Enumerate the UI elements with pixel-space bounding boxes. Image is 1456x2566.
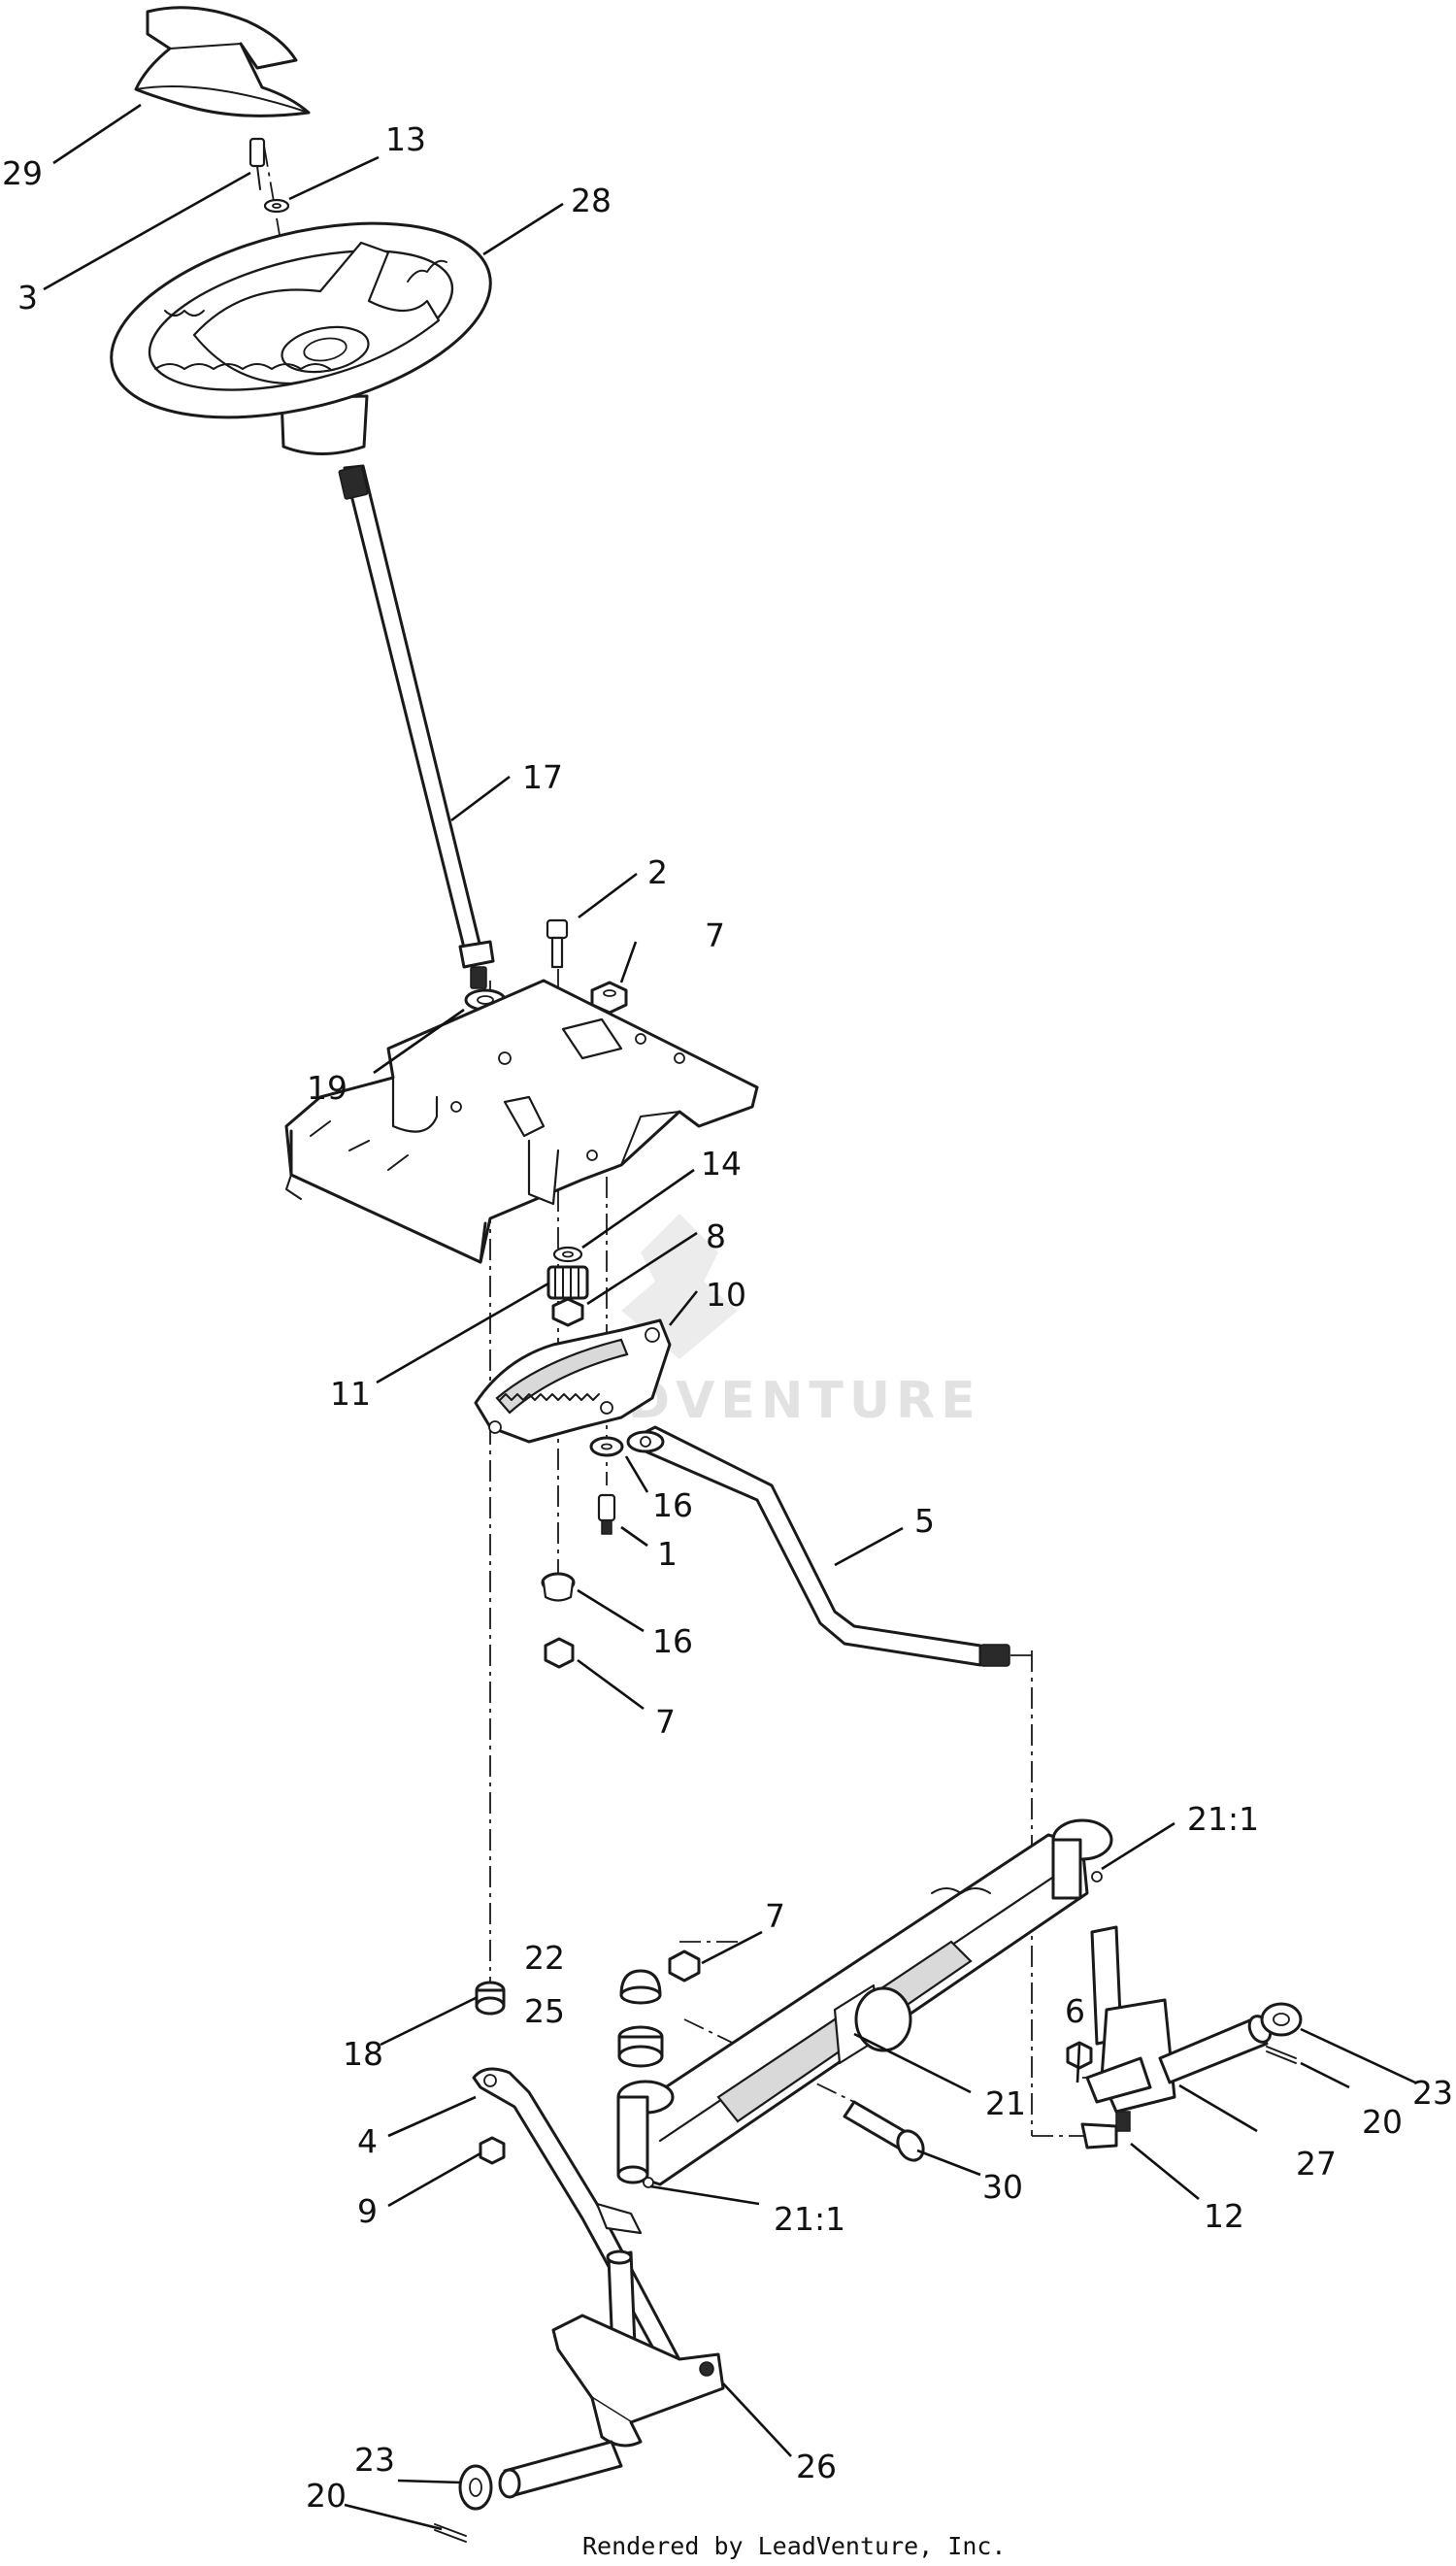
part-9-nut bbox=[479, 2136, 506, 2165]
callout-18: 18 bbox=[343, 2035, 383, 2073]
callout-3: 3 bbox=[17, 279, 38, 317]
callout-13: 13 bbox=[385, 120, 426, 158]
callout-29: 29 bbox=[2, 154, 43, 192]
callout-11: 11 bbox=[330, 1375, 371, 1413]
part-23-washer-left bbox=[458, 2464, 493, 2511]
part-26-left-spindle bbox=[498, 2249, 725, 2499]
part-22-cap bbox=[619, 1969, 662, 2005]
part-16-spacer-upper bbox=[589, 1436, 624, 1457]
callout-7-axle: 7 bbox=[765, 1897, 785, 1935]
callout-8: 8 bbox=[706, 1217, 726, 1255]
callout-4: 4 bbox=[357, 2122, 378, 2160]
callout-labels: 29 13 28 3 17 2 7 19 14 8 10 11 16 1 5 1… bbox=[2, 120, 1453, 2515]
callout-21-1-left: 21:1 bbox=[774, 2200, 845, 2238]
part-12-tie-rod-end bbox=[1080, 2111, 1131, 2149]
part-21-front-axle bbox=[616, 1818, 1113, 2188]
callout-2: 2 bbox=[647, 853, 668, 891]
part-29-steering-cap bbox=[134, 6, 311, 117]
part-11-pinion-gear bbox=[546, 1265, 589, 1300]
part-7-nut-lower bbox=[544, 1637, 575, 1669]
callout-27: 27 bbox=[1296, 2145, 1337, 2183]
part-1-bolt bbox=[597, 1493, 616, 1535]
part-16-spacer-lower bbox=[541, 1572, 576, 1602]
part-27-right-spindle bbox=[1085, 1925, 1273, 2114]
part-5-drag-link bbox=[626, 1425, 1010, 1667]
callout-14: 14 bbox=[701, 1145, 742, 1183]
callout-7-lower: 7 bbox=[655, 1703, 676, 1741]
callout-28: 28 bbox=[571, 182, 612, 219]
callout-20-left: 20 bbox=[306, 2477, 347, 2515]
callout-6: 6 bbox=[1065, 1992, 1085, 2030]
callout-23-right: 23 bbox=[1412, 2074, 1453, 2112]
callout-12: 12 bbox=[1204, 2197, 1244, 2235]
part-20-cotter-pin-left bbox=[434, 2523, 467, 2543]
part-13-washer bbox=[263, 198, 290, 214]
callout-23-left: 23 bbox=[354, 2441, 395, 2479]
callout-26: 26 bbox=[796, 2448, 837, 2485]
part-20-cotter-pin-right bbox=[1266, 2046, 1297, 2064]
part-17-steering-shaft bbox=[338, 464, 495, 989]
part-23-washer-right bbox=[1260, 2002, 1303, 2037]
part-30-pivot-bolt bbox=[843, 2100, 925, 2162]
part-10-sector-gear bbox=[474, 1318, 672, 1444]
part-25-bushing bbox=[617, 2025, 664, 2068]
callout-16-upper: 16 bbox=[652, 1486, 693, 1524]
callout-5: 5 bbox=[914, 1502, 935, 1540]
part-2-bolt bbox=[546, 918, 569, 969]
callout-17: 17 bbox=[522, 758, 563, 796]
render-credit: Rendered by LeadVenture, Inc. bbox=[582, 2532, 1007, 2560]
callout-25: 25 bbox=[524, 1992, 565, 2030]
part-8-nut bbox=[551, 1297, 584, 1327]
callout-10: 10 bbox=[706, 1276, 746, 1314]
steering-support-plate bbox=[284, 979, 759, 1264]
part-7-nut-axle bbox=[668, 1949, 701, 1983]
part-3-bolt bbox=[248, 137, 266, 190]
callout-19: 19 bbox=[307, 1069, 347, 1107]
callout-1: 1 bbox=[657, 1535, 678, 1573]
callout-20-right: 20 bbox=[1362, 2103, 1403, 2141]
callout-21-1-right: 21:1 bbox=[1187, 1800, 1259, 1838]
callout-16-lower: 16 bbox=[652, 1622, 693, 1660]
callout-21: 21 bbox=[985, 2084, 1026, 2122]
callout-30: 30 bbox=[982, 2168, 1023, 2206]
part-14-washer bbox=[552, 1246, 583, 1263]
leader-lines bbox=[43, 103, 1416, 2531]
callout-22: 22 bbox=[524, 1939, 565, 1977]
callout-9: 9 bbox=[357, 2192, 378, 2230]
part-18-bushing bbox=[475, 1981, 506, 2016]
part-28-steering-wheel bbox=[110, 221, 492, 455]
callout-7-top: 7 bbox=[705, 916, 725, 954]
